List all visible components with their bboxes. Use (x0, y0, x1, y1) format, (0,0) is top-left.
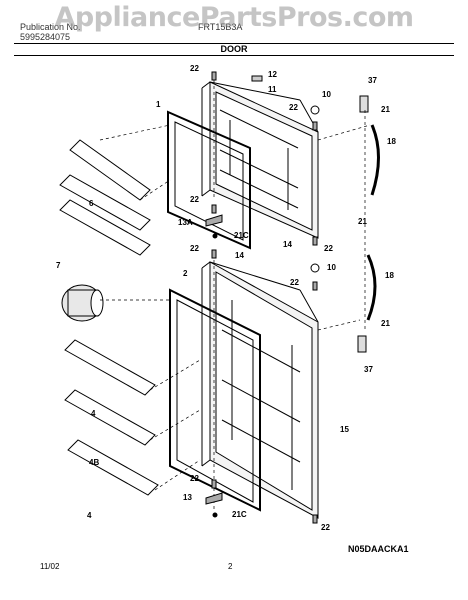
fresh-food-door-gasket (169, 288, 261, 512)
freezer-door (201, 81, 319, 239)
callout-2: 2 (183, 269, 188, 278)
callout-7: 7 (56, 261, 61, 270)
hinge-pin-22-bottom (312, 514, 318, 524)
callout-13a: 13A (178, 218, 193, 227)
header-rule-top (14, 43, 454, 44)
callout-22: 22 (321, 523, 330, 532)
callout-14: 14 (283, 240, 292, 249)
callout-22: 22 (190, 244, 199, 253)
callout-6: 6 (89, 199, 94, 208)
hinge-13 (205, 492, 223, 505)
hinge-pin-22-lower-left (211, 249, 217, 259)
callout-22: 22 (190, 474, 199, 483)
callout-37: 37 (368, 76, 377, 85)
callout-labels: 22 12 11 1 37 10 22 21 18 6 22 13A 21C 2… (56, 64, 396, 532)
publication-number: 5995284075 (20, 32, 71, 42)
screw-21c-lower (212, 512, 218, 518)
callout-21: 21 (358, 217, 367, 226)
callout-11: 11 (268, 85, 277, 94)
header-rule-bottom (14, 55, 454, 56)
door-stop-12 (251, 75, 263, 82)
callout-18: 18 (387, 137, 396, 146)
hinge-pin-22-top (211, 71, 217, 81)
upper-handle (370, 124, 380, 196)
footer-page-number: 2 (228, 562, 233, 571)
freezer-shelves (59, 139, 151, 256)
fresh-food-door (201, 261, 319, 519)
fresh-food-shelves (64, 339, 159, 496)
publication-label: Publication No. (20, 22, 81, 32)
callout-22: 22 (190, 64, 199, 73)
screw-21c-upper (212, 233, 218, 239)
callout-22: 22 (324, 244, 333, 253)
handle-cap-37-bottom (357, 335, 367, 353)
callout-21: 21 (381, 105, 390, 114)
callout-21: 21 (381, 319, 390, 328)
hinge-13a (205, 214, 223, 227)
freezer-door-gasket (167, 110, 251, 250)
callout-1: 1 (156, 100, 161, 109)
footer-date: 11/02 (40, 562, 60, 571)
callout-21c: 21C (232, 510, 247, 519)
callout-15: 15 (340, 425, 349, 434)
callout-12: 12 (268, 70, 277, 79)
callout-22: 22 (190, 195, 199, 204)
callout-22: 22 (289, 103, 298, 112)
hinge-pin-22-bottom-left (211, 479, 217, 489)
cap-10-lower (310, 263, 320, 273)
callout-37: 37 (364, 365, 373, 374)
section-title: DOOR (220, 44, 248, 54)
callout-4b: 4B (89, 458, 99, 467)
callout-21c: 21C (234, 231, 249, 240)
handle-cap-37-top (359, 95, 369, 113)
hinge-pin-22-mid (211, 204, 217, 214)
callout-4: 4 (91, 409, 96, 418)
hinge-pin-22-center (312, 236, 318, 246)
callout-18: 18 (385, 271, 394, 280)
callout-10: 10 (327, 263, 336, 272)
lower-handle (366, 254, 377, 321)
callout-22: 22 (290, 278, 299, 287)
model-number: FRT15B3A (198, 22, 243, 32)
dairy-compartment (61, 284, 104, 322)
callout-13: 13 (183, 493, 192, 502)
diagram-code: N05DAACKA1 (348, 544, 409, 554)
hinge-pin-22-lower-right (312, 281, 318, 291)
callout-10: 10 (322, 90, 331, 99)
hinge-pin-22-upper-right (312, 121, 318, 131)
callout-14: 14 (235, 251, 244, 260)
callout-4: 4 (87, 511, 92, 520)
cap-10-upper (310, 105, 320, 115)
